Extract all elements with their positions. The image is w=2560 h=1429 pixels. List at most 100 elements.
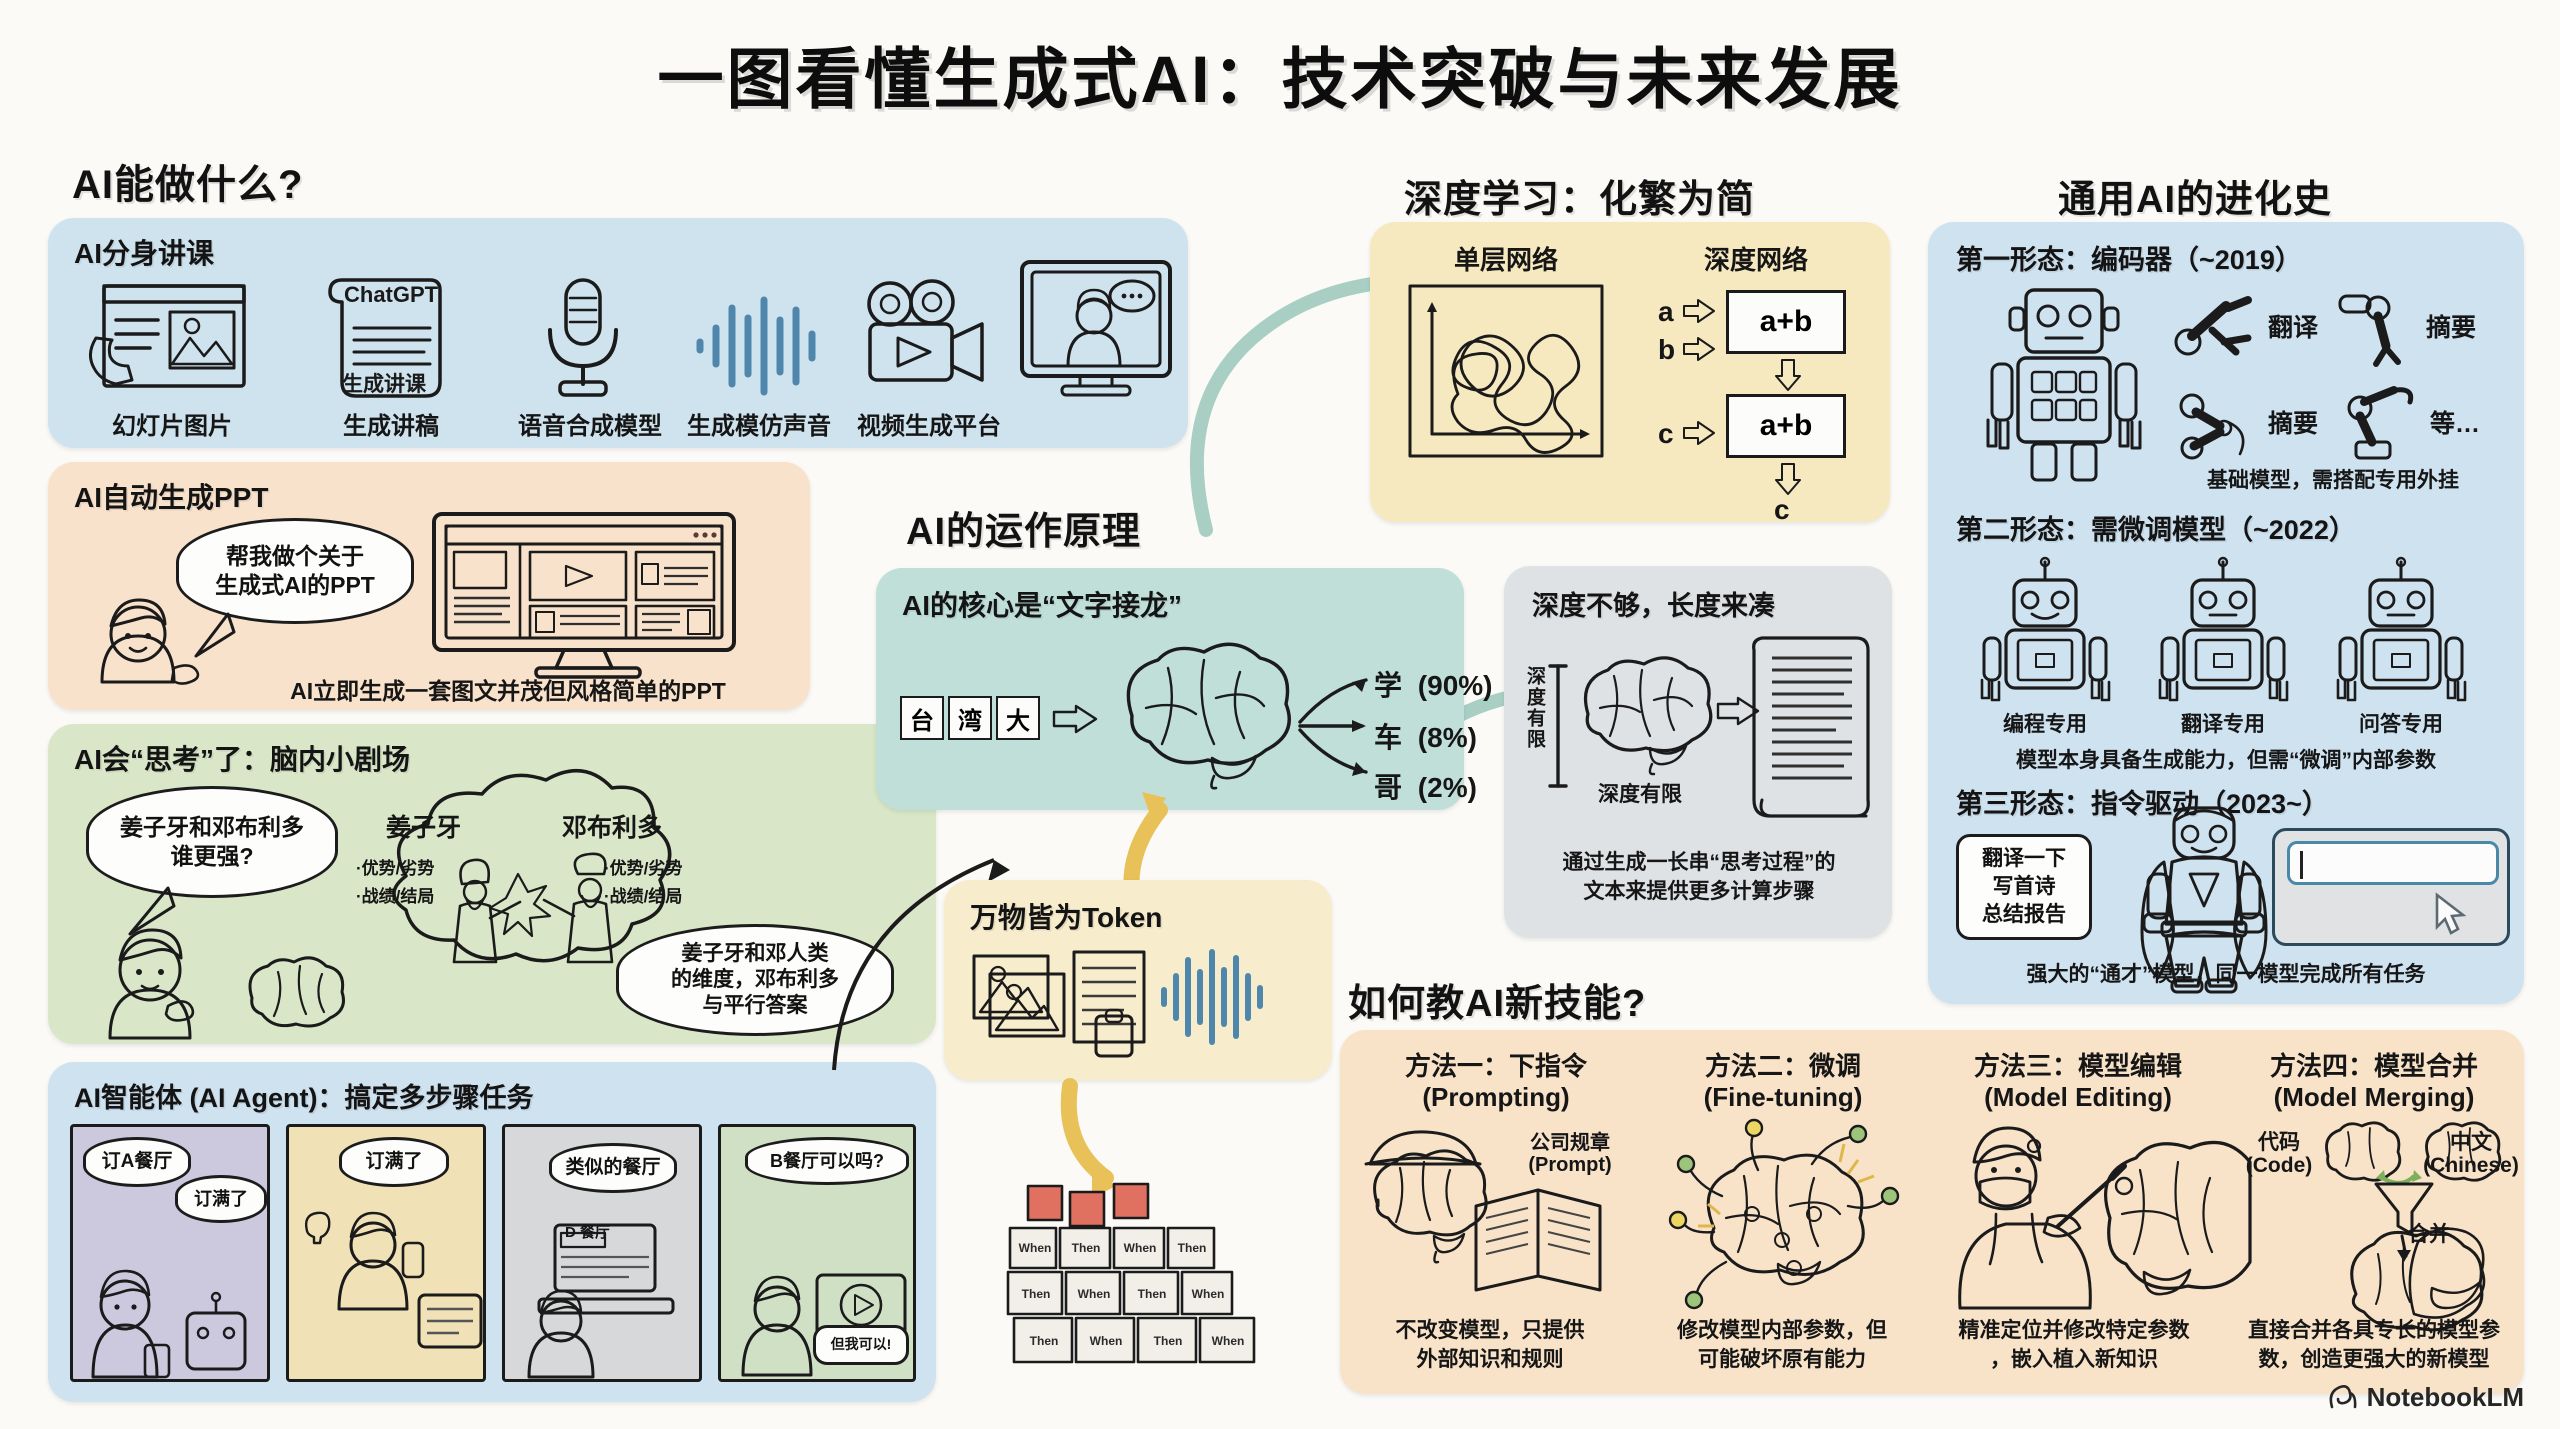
prompt-text-field[interactable]: [2287, 841, 2499, 885]
icon-label-video: 视频生成平台: [857, 413, 1001, 440]
card-evolution: 第一形态：编码器（~2019）: [1928, 222, 2524, 1004]
method-title-en-1: (Fine-tuning): [1703, 1082, 1863, 1112]
wizards-illustration: [452, 852, 614, 964]
label-deep-network: 深度网络: [1703, 245, 1808, 275]
evolution-stage1-caption: 基础模型，需搭配专用外挂: [2207, 469, 2459, 492]
merge-label-code-en: (Code): [2245, 1154, 2313, 1177]
merge-label-code-cn: 代码: [2258, 1131, 2300, 1154]
output-token-2: 哥 (2%): [1374, 772, 1477, 803]
dl-box-top: a+b: [1726, 290, 1846, 354]
presenter-monitor-illustration: [1016, 254, 1176, 414]
watermark-text: NotebookLM: [2366, 1382, 2524, 1412]
robot-finetune-1: [2148, 556, 2298, 708]
prompt-input-box[interactable]: [2272, 828, 2510, 946]
card-text-completion: AI的核心是“文字接龙” 台 湾 大: [876, 568, 1493, 810]
waveform-icon: [688, 290, 828, 400]
evolution-stage3-caption: 强大的“通才”模型，同一模型完成所有任务: [2026, 963, 2426, 986]
agent-screen-label: D 餐厅: [565, 1224, 611, 1241]
surgeon-editing-brain-icon: [1958, 1126, 2252, 1310]
agent-step-panel-3: 类似的餐厅 D 餐厅: [502, 1124, 702, 1382]
axis-label-depth: 深度有限: [1524, 666, 1545, 750]
mouse-pointer-icon: [2435, 892, 2467, 935]
svg-text:Then: Then: [1154, 1334, 1183, 1348]
agent-bubble-2a: 订满了: [339, 1137, 449, 1187]
yellow-arrow-icon: [1052, 704, 1098, 734]
evolution-arm-label-3: 等…: [2430, 410, 2481, 438]
dl-box-bottom: a+b: [1726, 394, 1846, 458]
robot-arm-icon-1: [2174, 296, 2252, 356]
evolution-arm-label-0: 翻译: [2268, 314, 2319, 342]
speech-tail-2: [128, 886, 176, 936]
slide-image-icon: [82, 280, 262, 400]
agent-step-panel-2: 订满了: [286, 1124, 486, 1382]
speech-bubble-answer: 姜子牙和邓人类 的维度，邓布利多 与平行答案: [616, 924, 894, 1036]
long-thinking-scroll-icon: [1748, 624, 1884, 824]
input-token-2: 大: [996, 696, 1040, 740]
robot-finetune-label-2: 问答专用: [2359, 713, 2443, 736]
robot-arm-icon-3: [2179, 393, 2245, 460]
dl-arrow-down-2: [1775, 463, 1801, 495]
person-illustration-thinking: [88, 914, 248, 1046]
prompt-line-0: 翻译一下: [1982, 846, 2066, 870]
robot-finetune-label-1: 翻译专用: [2181, 713, 2265, 736]
brain-icon-small: [238, 952, 358, 1038]
section-heading-deep-learning: 深度学习：化繁为简: [1404, 179, 1756, 221]
input-token-0: 台: [900, 696, 944, 740]
icon-label-script: 生成讲稿: [343, 413, 439, 440]
svg-text:When: When: [1090, 1334, 1123, 1348]
svg-text:Then: Then: [1138, 1287, 1167, 1301]
section-heading-capabilities: AI能做什么?: [72, 163, 304, 207]
ppt-result-monitor: [424, 510, 784, 680]
output-token-1: 车 (8%): [1374, 722, 1477, 753]
video-camera-icon: [854, 278, 994, 403]
thought-bullet-right-1: ·优势/劣势: [604, 859, 683, 878]
robot-encoder-icon: [1986, 288, 2142, 482]
method-title-en-3: (Model Merging): [2273, 1082, 2475, 1112]
card-teaching-methods: 方法一：下指令 (Prompting) 公司规章 (Prompt) 不改变模型，…: [1340, 1030, 2524, 1394]
svg-text:When: When: [1078, 1287, 1111, 1301]
connector-arc-up: [1189, 273, 1433, 537]
card-title-text-completion: AI的核心是“文字接龙”: [902, 590, 1183, 621]
thought-bullet-left-1: ·优势/劣势: [356, 859, 435, 878]
evolution-stage1-title: 第一形态：编码器（~2019）: [1956, 245, 2302, 275]
section-heading-evolution: 通用AI的进化史: [2058, 179, 2333, 221]
card-title-thinking: AI会“思考”了：脑内小剧场: [74, 744, 411, 775]
method-title-cn-3: 方法四：模型合并: [2269, 1051, 2478, 1081]
connector-arrow-agent-to-principle: [832, 858, 1010, 1071]
thought-cloud-debate: 姜子牙 邓布利多 ·优势/劣势 ·战绩/结局 ·优势/劣势 ·战绩/结局: [336, 768, 736, 1030]
card-title-ppt: AI自动生成PPT: [74, 482, 269, 513]
caption-ppt: AI立即生成一套图文并茂但风格简单的PPT: [290, 678, 726, 704]
robot-finetune-2: [2326, 556, 2476, 708]
input-token-1: 湾: [948, 696, 992, 740]
card-title-token: 万物皆为Token: [970, 902, 1163, 933]
card-everything-is-token: 万物皆为Token: [944, 880, 1332, 1080]
speech-tail: [194, 612, 236, 658]
thought-name-right: 邓布利多: [562, 814, 663, 842]
token-modalities-icon: [972, 949, 1263, 1058]
svg-text:Then: Then: [1178, 1241, 1207, 1255]
label-single-layer: 单层网络: [1453, 245, 1558, 275]
card-depth-vs-length: 深度不够，长度来凑 深度有限 深度有限: [1504, 566, 1892, 938]
prompt-line-2: 总结报告: [1982, 903, 2066, 927]
card-ai-lecture: AI分身讲课 幻灯片图片: [48, 218, 1188, 448]
merge-label-merge: 合并: [2408, 1223, 2450, 1246]
agent-step-panel-1: 订A餐厅 订满了: [70, 1124, 270, 1382]
method-title-cn-2: 方法三：模型编辑: [1973, 1051, 2182, 1081]
speech-bubble-question: 姜子牙和邓布利多 谁更强?: [86, 786, 338, 898]
method-annot-cn-0: 公司规章: [1530, 1132, 1610, 1154]
evolution-stage3-title: 第三形态：指令驱动（2023~）: [1956, 789, 2329, 819]
icon-label-tts: 语音合成模型: [518, 413, 662, 440]
svg-text:When: When: [1212, 1334, 1245, 1348]
brain-icon-blue: [1106, 638, 1306, 790]
microphone-icon: [528, 276, 638, 406]
robot-finetune-label-0: 编程专用: [2003, 713, 2087, 736]
superhero-robot-icon: [2114, 802, 2294, 994]
output-token-0: 学 (90%): [1374, 670, 1493, 701]
card-ai-thinking: AI会“思考”了：脑内小剧场 姜子牙和邓布利多 谁更强?: [48, 724, 936, 1044]
robot-finetune-0: [1970, 556, 2120, 708]
robot-arm-icon-4: [2347, 386, 2414, 460]
icon-label-slide: 幻灯片图片: [112, 413, 232, 440]
method-caption-3: 直接合并各具专长的模型参 数，创造更强大的新模型: [2248, 1319, 2500, 1372]
agent-bubble-4a: B餐厅可以吗?: [745, 1137, 909, 1185]
